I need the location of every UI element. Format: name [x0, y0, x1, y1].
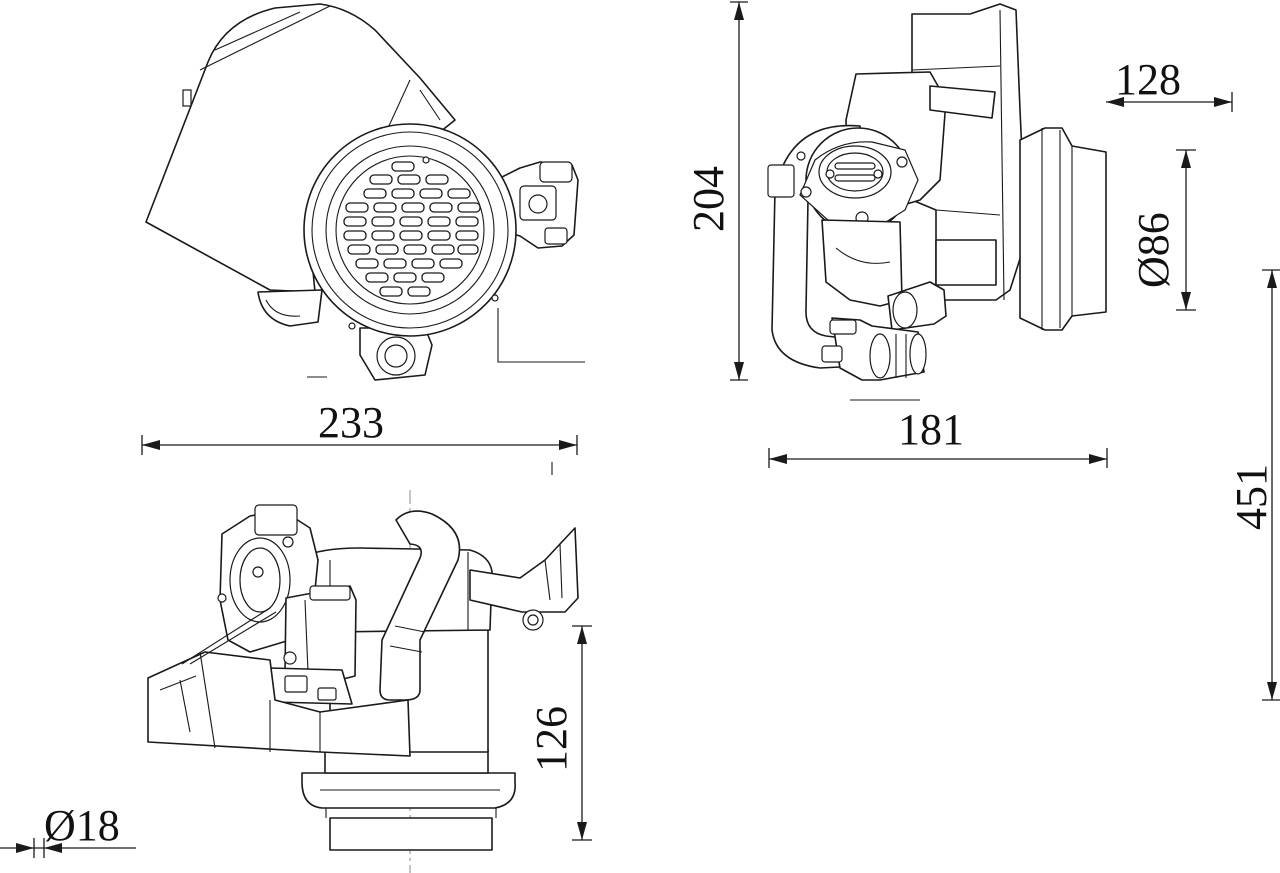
dim-451-label: 451 [1227, 464, 1276, 530]
dim-204-label: 204 [684, 166, 733, 232]
dimension-126: 126 [527, 625, 592, 841]
dim-128-label: 128 [1115, 55, 1181, 104]
dimension-181: 181 [768, 405, 1108, 468]
dimension-d86: Ø86 [1129, 149, 1196, 311]
dim-233-label: 233 [318, 398, 384, 447]
dimension-451: 451 [1227, 269, 1280, 701]
cooling-slots [343, 161, 481, 297]
dimension-233: 233 [141, 398, 578, 455]
dim-d86-label: Ø86 [1129, 212, 1178, 288]
dimension-d18: Ø18 [0, 801, 136, 858]
side-view [767, 3, 1107, 401]
top-view [147, 490, 579, 873]
front-view [145, 3, 585, 475]
dimension-204: 204 [684, 1, 748, 381]
dim-181-label: 181 [898, 405, 964, 454]
dim-126-label: 126 [527, 706, 576, 772]
dim-d18-label: Ø18 [44, 801, 120, 850]
dimension-128: 128 [1106, 55, 1233, 112]
